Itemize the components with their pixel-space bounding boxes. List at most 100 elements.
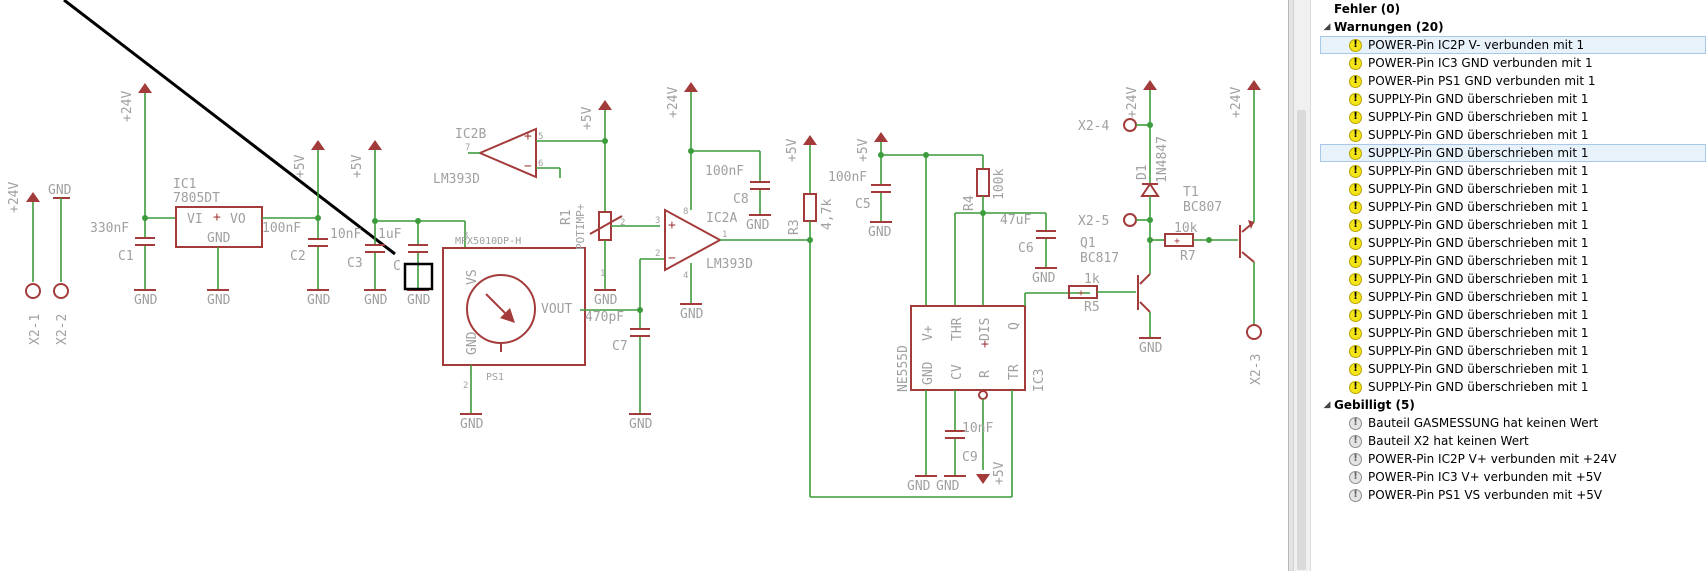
tree-item-label: SUPPLY-Pin GND überschrieben mit 1	[1368, 164, 1589, 178]
svg-text:+: +	[1174, 236, 1180, 247]
tree-item[interactable]: !POWER-Pin IC3 V+ verbunden mit +5V	[1320, 468, 1706, 486]
sensor-ps1[interactable]: MPX5010DP-H VS GND VOUT PS1 GND 3 2	[442, 221, 586, 432]
svg-text:GND: GND	[1032, 271, 1056, 286]
supply-24v-ic1[interactable]: +24V	[120, 83, 176, 219]
comparator-ic2b[interactable]: + − IC2B LM393D 5 6 7	[433, 127, 605, 187]
tree-category[interactable]: ◢Gebilligt (5)	[1320, 396, 1706, 414]
selection-box[interactable]	[403, 262, 434, 291]
capacitor-c5[interactable]: +5V GND 100nF C5	[828, 132, 892, 240]
tree-category[interactable]: ◢Fehler (0)	[1320, 0, 1706, 18]
expand-arrow-icon[interactable]: ◢	[1323, 22, 1331, 32]
capacitor-c8[interactable]: GND 100nF C8	[705, 151, 771, 233]
tree-item-label: SUPPLY-Pin GND überschrieben mit 1	[1368, 272, 1589, 286]
tree-item-label: SUPPLY-Pin GND überschrieben mit 1	[1368, 110, 1589, 124]
tree-item[interactable]: !SUPPLY-Pin GND überschrieben mit 1	[1320, 198, 1706, 216]
svg-text:GND: GND	[746, 218, 770, 233]
tree-item[interactable]: !SUPPLY-Pin GND überschrieben mit 1	[1320, 270, 1706, 288]
tree-item[interactable]: ! SUPPLY-Pin GND überschrieben mit 1	[1320, 144, 1706, 162]
warning-icon: !	[1349, 146, 1362, 160]
tree-item[interactable]: !SUPPLY-Pin GND überschrieben mit 1	[1320, 90, 1706, 108]
capacitor-c2[interactable]: +5V GND 100nF C2	[262, 140, 331, 308]
tree-item[interactable]: !POWER-Pin IC2P V- verbunden mit 1	[1320, 36, 1706, 54]
splitter[interactable]	[1288, 0, 1294, 571]
svg-text:47uF: 47uF	[1000, 213, 1031, 228]
connector-x2-1[interactable]: +24V X2-1	[7, 182, 43, 345]
approved-icon: !	[1349, 416, 1362, 430]
svg-text:GND: GND	[921, 361, 936, 385]
tree-item[interactable]: !SUPPLY-Pin GND überschrieben mit 1	[1320, 378, 1706, 396]
connector-x2-4[interactable]: X2-4	[1078, 118, 1150, 134]
tree-item[interactable]: !SUPPLY-Pin GND überschrieben mit 1	[1320, 126, 1706, 144]
svg-text:PS1: PS1	[486, 372, 504, 383]
svg-text:100nF: 100nF	[262, 221, 301, 236]
scrollbar-thumb[interactable]	[1297, 110, 1306, 570]
tree-item[interactable]: !SUPPLY-Pin GND überschrieben mit 1	[1320, 288, 1706, 306]
resistor-r5[interactable]: + 1k R5	[1068, 272, 1136, 315]
svg-text:4,7k: 4,7k	[820, 199, 835, 230]
tree-item[interactable]: !SUPPLY-Pin GND überschrieben mit 1	[1320, 216, 1706, 234]
svg-text:+5V: +5V	[580, 106, 595, 130]
svg-text:GND: GND	[594, 293, 618, 308]
svg-text:VO: VO	[230, 212, 246, 227]
label-x2-1: X2-1	[28, 314, 43, 345]
capacitor-c1[interactable]: GND 330nF C1	[90, 218, 158, 308]
tree-item-label: POWER-Pin IC2P V+ verbunden mit +24V	[1368, 452, 1617, 466]
tree-item-label: SUPPLY-Pin GND überschrieben mit 1	[1368, 344, 1589, 358]
tree-category[interactable]: ◢Warnungen (20)	[1320, 18, 1706, 36]
tree-item[interactable]: ! SUPPLY-Pin GND überschrieben mit 1	[1320, 342, 1706, 360]
drawing-line[interactable]	[63, 0, 396, 256]
tree-item-label: SUPPLY-Pin GND überschrieben mit 1	[1368, 380, 1589, 394]
schematic-canvas[interactable]: +24V X2-1 GND X2-2 +24V GND 330nF C1 VI …	[0, 0, 1290, 571]
svg-text:330nF: 330nF	[90, 221, 129, 236]
comparator-ic2a[interactable]: +24V + − GND IC2A LM393D 3 2 1 8 4	[655, 82, 810, 322]
resistor-r7[interactable]: + 10k R7	[1150, 221, 1238, 264]
svg-text:+: +	[1078, 288, 1084, 299]
capacitor-c6[interactable]: GND 47uF C6	[1000, 213, 1057, 286]
expand-arrow-icon[interactable]: ◢	[1323, 400, 1331, 410]
resistor-r3[interactable]: +5V R3 4,7k	[785, 135, 1012, 498]
tree-item-label: SUPPLY-Pin GND überschrieben mit 1	[1368, 362, 1589, 376]
timer-ic3[interactable]: + V+ THR DIS Q GND CV R TR NE555D IC3 GN…	[896, 292, 1090, 497]
tree-item[interactable]: !SUPPLY-Pin GND überschrieben mit 1	[1320, 180, 1706, 198]
svg-text:2: 2	[620, 218, 625, 228]
scrollbar[interactable]	[1294, 0, 1311, 571]
capacitor-c9[interactable]: GND 10nF C9 +5V	[936, 421, 1007, 494]
label-gnd: GND	[48, 183, 72, 198]
tree-item[interactable]: !POWER-Pin PS1 GND verbunden mit 1	[1320, 72, 1706, 90]
tree-item[interactable]: !SUPPLY-Pin GND überschrieben mit 1	[1320, 162, 1706, 180]
tree-item[interactable]: ! SUPPLY-Pin GND überschrieben mit 1	[1320, 360, 1706, 378]
tree-item[interactable]: !SUPPLY-Pin GND überschrieben mit 1	[1320, 108, 1706, 126]
tree-item[interactable]: !Bauteil GASMESSUNG hat keinen Wert	[1320, 414, 1706, 432]
capacitor-c3[interactable]: +5V GND 10nF C3	[330, 140, 388, 308]
ic1-regulator[interactable]: VI VO GND + IC1 7805DT GND	[173, 177, 263, 308]
tree-item[interactable]: !SUPPLY-Pin GND überschrieben mit 1	[1320, 252, 1706, 270]
tree-item[interactable]: !SUPPLY-Pin GND überschrieben mit 1	[1320, 234, 1706, 252]
warning-icon: !	[1349, 254, 1362, 268]
capacitor-c4[interactable]: GND 1uF C	[378, 221, 431, 308]
tree-item[interactable]: !SUPPLY-Pin GND überschrieben mit 1	[1320, 324, 1706, 342]
potentiometer-r1[interactable]: +5V GND R1 POTIMP+ 2 1	[559, 100, 660, 308]
svg-text:C1: C1	[118, 249, 134, 264]
svg-text:Q: Q	[1007, 322, 1022, 330]
capacitor-c7[interactable]: GND 470pF C7	[585, 310, 653, 432]
transistor-t1[interactable]: +24V T1 BC807 X2-3	[1183, 80, 1264, 385]
svg-text:T1: T1	[1183, 185, 1199, 200]
tree-item-label: SUPPLY-Pin GND überschrieben mit 1	[1368, 146, 1589, 160]
connector-x2-2[interactable]: GND X2-2	[48, 183, 72, 345]
transistor-q1[interactable]: GND Q1 BC817	[1080, 236, 1163, 356]
tree-item-label: POWER-Pin IC3 GND verbunden mit 1	[1368, 56, 1593, 70]
tree-item[interactable]: !POWER-Pin IC3 GND verbunden mit 1	[1320, 54, 1706, 72]
svg-text:100k: 100k	[992, 169, 1007, 200]
diode-d1[interactable]: +24V D1 1N4847	[1125, 80, 1170, 243]
tree-item[interactable]: !Bauteil X2 hat keinen Wert	[1320, 432, 1706, 450]
svg-text:GND: GND	[207, 293, 231, 308]
tree-item[interactable]: !POWER-Pin IC2P V+ verbunden mit +24V	[1320, 450, 1706, 468]
connector-x2-5[interactable]: X2-5	[1078, 213, 1150, 229]
tree-item-label: Bauteil X2 hat keinen Wert	[1368, 434, 1529, 448]
warning-icon: !	[1349, 362, 1362, 376]
svg-text:−: −	[668, 251, 676, 266]
tree-item[interactable]: !SUPPLY-Pin GND überschrieben mit 1	[1320, 306, 1706, 324]
tree-item[interactable]: !POWER-Pin PS1 VS verbunden mit +5V	[1320, 486, 1706, 504]
resistor-r4[interactable]: R4 100k	[962, 155, 1007, 306]
warning-icon: !	[1349, 344, 1362, 358]
